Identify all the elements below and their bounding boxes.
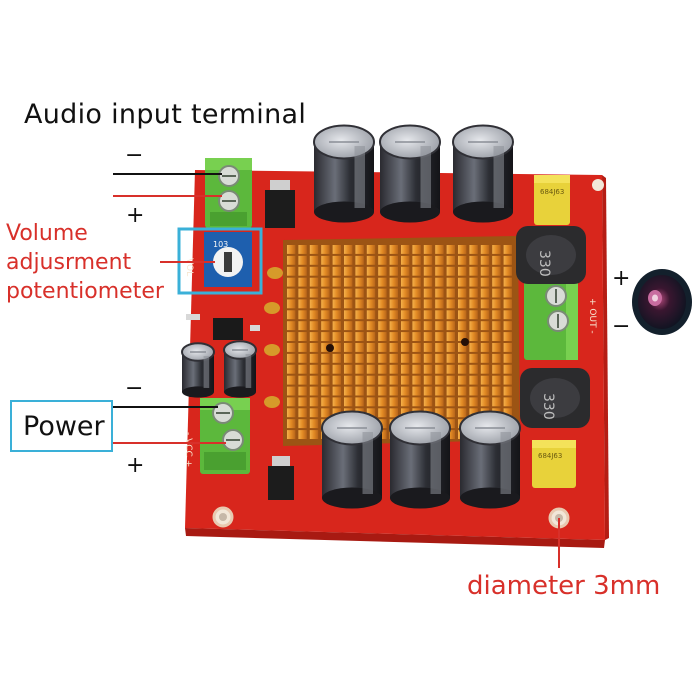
output-terminal: + OUT - [524, 280, 597, 360]
power-minus-sign: − [125, 376, 144, 401]
vcc-silkscreen: - VCC + [183, 432, 193, 467]
output-minus-sign: − [612, 314, 631, 339]
electrolytic-capacitors [181, 124, 521, 509]
output-plus-sign: + [612, 266, 631, 291]
diameter-label: diameter 3mm [467, 571, 661, 601]
volume-label-line2: adjusrment [6, 250, 132, 275]
inductor-top: 330 [516, 226, 586, 284]
volume-label: Volume adjusrment potentiometer [6, 219, 164, 306]
inductor-bottom: 330 [520, 368, 590, 428]
pot-marking: 103 [213, 240, 228, 249]
power-label-box [10, 400, 113, 452]
vol-silkscreen: VOL [184, 258, 194, 276]
heatsink [283, 236, 520, 446]
volume-potentiometer: VOL 103 [177, 227, 263, 295]
volume-label-line3: potentiometer [6, 279, 164, 304]
annotation-lines [113, 173, 560, 568]
audio-plus-sign: + [126, 203, 145, 228]
speaker-icon [632, 269, 692, 335]
film-cap-bottom-label: 684J63 [538, 452, 562, 460]
audio-minus-sign: − [125, 143, 144, 168]
film-cap-top-label: 684J63 [540, 188, 564, 196]
inductor-top-label: 330 [536, 250, 552, 277]
power-plus-sign: + [126, 453, 145, 478]
out-silkscreen: + OUT - [587, 298, 597, 334]
power-label: Power [23, 411, 105, 442]
inductor-bottom-label: 330 [540, 393, 556, 420]
audio-input-label: Audio input terminal [24, 99, 307, 130]
film-capacitor-top: 684J63 [534, 175, 570, 225]
power-terminal: - VCC + [183, 398, 250, 474]
volume-label-line1: Volume [6, 221, 88, 246]
film-capacitor-bottom: 684J63 [532, 440, 576, 488]
audio-input-terminal [205, 158, 252, 228]
smd-components [186, 180, 295, 500]
